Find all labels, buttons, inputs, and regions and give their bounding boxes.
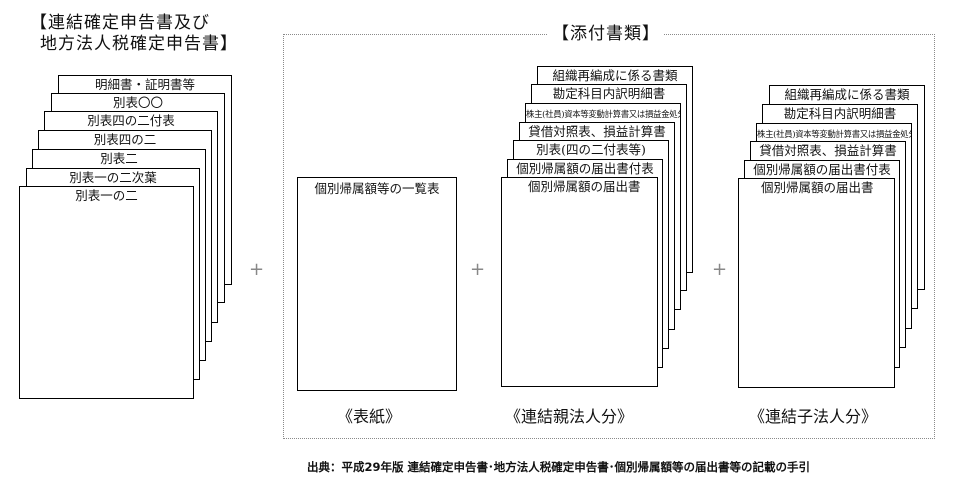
plus-sign-1: +: [249, 259, 265, 280]
plus-sign-3: +: [712, 259, 728, 280]
source-note: 出典：平成29年版 連結確定申告書･地方法人税確定申告書･個別帰属額等の届出書等…: [307, 460, 811, 474]
plus-sign-2: +: [470, 259, 486, 280]
caption-cover: 《表紙》: [337, 407, 402, 426]
caption-subsidiary: 《連結子法人分》: [749, 407, 878, 426]
left-title-line1: 【連結確定申告書及び: [30, 13, 210, 33]
cover-sheet: 個別帰属額等の一覧表: [297, 177, 457, 391]
caption-parent: 《連結親法人分》: [505, 407, 634, 426]
sheet-stack1-6: 別表一の二: [19, 186, 194, 399]
sheet-stack3-5: 個別帰属額の届出書: [738, 178, 895, 388]
attachments-title: 【添付書類】: [548, 24, 664, 44]
sheet-stack2-6: 個別帰属額の届出書: [501, 177, 658, 387]
left-title-line2: 地方法人税確定申告書】: [40, 34, 238, 54]
